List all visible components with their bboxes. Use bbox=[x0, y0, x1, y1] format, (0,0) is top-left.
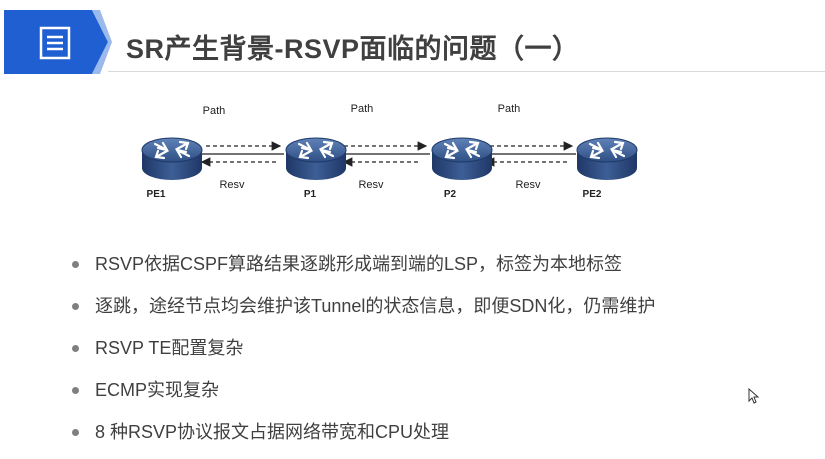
resv-label: Resv bbox=[358, 179, 384, 191]
slide: SR产生背景-RSVP面临的问题（一） bbox=[4, 10, 825, 442]
bullet-dot-icon bbox=[72, 429, 79, 436]
path-label: Path bbox=[498, 103, 521, 115]
router-icon bbox=[140, 136, 204, 182]
node-label-p2: P2 bbox=[444, 189, 457, 200]
mouse-cursor-icon bbox=[748, 388, 760, 404]
bullet-dot-icon bbox=[72, 261, 79, 268]
rsvp-topology-diagram: Path Path Path Resv Resv Resv PE1 P1 P2 … bbox=[140, 103, 639, 200]
node-label-pe2: PE2 bbox=[583, 189, 602, 200]
bullet-dot-icon bbox=[72, 345, 79, 352]
router-icon bbox=[284, 136, 348, 182]
node-label-p1: P1 bbox=[304, 189, 317, 200]
router-icon bbox=[430, 136, 494, 182]
router-icon bbox=[575, 136, 639, 182]
bullet-dot-icon bbox=[72, 303, 79, 310]
document-icon bbox=[4, 10, 112, 74]
resv-label: Resv bbox=[219, 179, 245, 191]
path-label: Path bbox=[203, 105, 226, 117]
header-divider bbox=[108, 71, 825, 72]
bullet-dot-icon bbox=[72, 387, 79, 394]
resv-label: Resv bbox=[515, 179, 541, 191]
node-label-pe1: PE1 bbox=[147, 189, 166, 200]
page-title: SR产生背景-RSVP面临的问题（一） bbox=[126, 34, 580, 64]
path-label: Path bbox=[351, 103, 374, 115]
